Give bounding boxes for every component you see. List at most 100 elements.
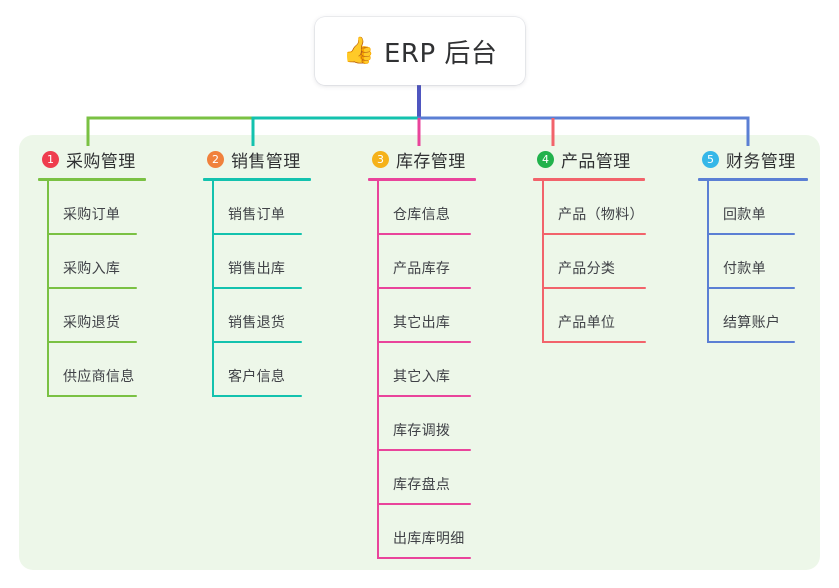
branch-leaf-label: 供应商信息: [63, 369, 135, 385]
diagram-background-panel: [19, 135, 820, 570]
branch-leaf-item[interactable]: 其它入库: [368, 343, 518, 397]
branch-leaf-underline: [212, 233, 302, 235]
branch-header-underline: [38, 178, 146, 181]
branch-leaf-item[interactable]: 产品分类: [533, 235, 683, 289]
branch-leaf-label: 产品库存: [393, 261, 451, 277]
branch-leaf-label: 采购入库: [63, 261, 121, 277]
branch-leaf-item[interactable]: 采购退货: [38, 289, 188, 343]
branch-number-badge: 3: [372, 150, 389, 168]
branch-leaf-underline: [707, 233, 795, 235]
branch-leaf-label: 产品单位: [558, 315, 616, 331]
branch-leaf-underline: [377, 449, 471, 451]
branch-leaf-underline: [212, 395, 302, 397]
branch-leaf-item[interactable]: 客户信息: [203, 343, 353, 397]
branch-leaf-label: 库存盘点: [393, 477, 451, 493]
branch-leaf-label: 回款单: [723, 207, 766, 223]
branch-leaf-underline: [707, 287, 795, 289]
branch-title: 产品管理: [561, 151, 631, 172]
branch-leaf-label: 销售出库: [228, 261, 286, 277]
branch-number-badge: 1: [42, 150, 59, 168]
branch-leaf-underline: [377, 557, 471, 559]
branch-leaf-item[interactable]: 采购入库: [38, 235, 188, 289]
branch-leaf-label: 产品（物料）: [558, 207, 644, 223]
branch-leaf-underline: [212, 341, 302, 343]
branch-header-5[interactable]: 5 财务管理: [698, 146, 839, 172]
branch-number-badge: 5: [702, 150, 719, 168]
branch-leaf-underline: [542, 341, 646, 343]
branch-leaf-underline: [47, 233, 137, 235]
branch-leaf-item[interactable]: 销售退货: [203, 289, 353, 343]
branch-leaf-underline: [542, 233, 646, 235]
branch-leaf-underline: [377, 287, 471, 289]
branch-leaf-label: 结算账户: [723, 315, 781, 331]
branch-leaf-label: 出库库明细: [393, 531, 465, 547]
branch-header-underline: [203, 178, 311, 181]
branch-leaf-label: 库存调拨: [393, 423, 451, 439]
branch-items-2: 销售订单销售出库销售退货客户信息: [203, 181, 353, 397]
branch-leaf-item[interactable]: 销售订单: [203, 181, 353, 235]
branch-leaf-label: 其它出库: [393, 315, 451, 331]
branch-leaf-label: 客户信息: [228, 369, 286, 385]
branch-leaf-item[interactable]: 采购订单: [38, 181, 188, 235]
branch-spine: [212, 181, 214, 397]
branch-leaf-underline: [377, 341, 471, 343]
root-node-title: ERP 后台: [383, 38, 498, 69]
branch-header-4[interactable]: 4 产品管理: [533, 146, 683, 172]
branch-header-underline: [533, 178, 645, 181]
branch-leaf-label: 采购订单: [63, 207, 121, 223]
branch-leaf-item[interactable]: 产品（物料）: [533, 181, 683, 235]
branch-title: 库存管理: [396, 151, 466, 172]
branch-leaf-label: 其它入库: [393, 369, 451, 385]
thumbs-up-icon: 👍: [342, 36, 375, 66]
branch-items-1: 采购订单采购入库采购退货供应商信息: [38, 181, 188, 397]
root-node-erp-backend[interactable]: 👍 ERP 后台: [315, 17, 525, 85]
branch-leaf-underline: [707, 341, 795, 343]
branch-leaf-underline: [377, 503, 471, 505]
branch-leaf-item[interactable]: 结算账户: [698, 289, 839, 343]
branch-title: 财务管理: [726, 151, 796, 172]
branch-items-5: 回款单付款单结算账户: [698, 181, 839, 343]
branch-title: 销售管理: [231, 151, 301, 172]
branch-leaf-underline: [377, 395, 471, 397]
branch-leaf-item[interactable]: 仓库信息: [368, 181, 518, 235]
branch-spine: [47, 181, 49, 397]
branch-spine: [542, 181, 544, 343]
branch-leaf-item[interactable]: 库存盘点: [368, 451, 518, 505]
branch-header-underline: [698, 178, 808, 181]
branch-leaf-item[interactable]: 销售出库: [203, 235, 353, 289]
root-node-content: 👍 ERP 后台: [343, 33, 498, 70]
branch-number-badge: 4: [537, 150, 554, 168]
branch-leaf-underline: [47, 287, 137, 289]
branch-leaf-item[interactable]: 产品库存: [368, 235, 518, 289]
branch-leaf-item[interactable]: 付款单: [698, 235, 839, 289]
branch-items-4: 产品（物料） 产品分类产品单位: [533, 181, 683, 343]
branch-header-3[interactable]: 3 库存管理: [368, 146, 518, 172]
branch-leaf-label: 付款单: [723, 261, 766, 277]
branch-leaf-item[interactable]: 产品单位: [533, 289, 683, 343]
branch-spine: [377, 181, 379, 559]
branch-items-3: 仓库信息产品库存其它出库其它入库库存调拨库存盘点出库库明细: [368, 181, 518, 559]
branch-column-3: 3 库存管理仓库信息产品库存其它出库其它入库库存调拨库存盘点出库库明细: [368, 146, 518, 559]
branch-header-underline: [368, 178, 476, 181]
branch-leaf-label: 采购退货: [63, 315, 121, 331]
branch-leaf-item[interactable]: 供应商信息: [38, 343, 188, 397]
branch-column-4: 4 产品管理产品（物料） 产品分类产品单位: [533, 146, 683, 343]
branch-leaf-item[interactable]: 回款单: [698, 181, 839, 235]
branch-leaf-label: 仓库信息: [393, 207, 451, 223]
branch-leaf-underline: [542, 287, 646, 289]
branch-leaf-item[interactable]: 其它出库: [368, 289, 518, 343]
branch-leaf-underline: [212, 287, 302, 289]
branch-leaf-label: 销售退货: [228, 315, 286, 331]
branch-leaf-item[interactable]: 库存调拨: [368, 397, 518, 451]
branch-leaf-underline: [47, 395, 137, 397]
branch-leaf-label: 销售订单: [228, 207, 286, 223]
branch-leaf-underline: [47, 341, 137, 343]
branch-spine: [707, 181, 709, 343]
branch-leaf-item[interactable]: 出库库明细: [368, 505, 518, 559]
